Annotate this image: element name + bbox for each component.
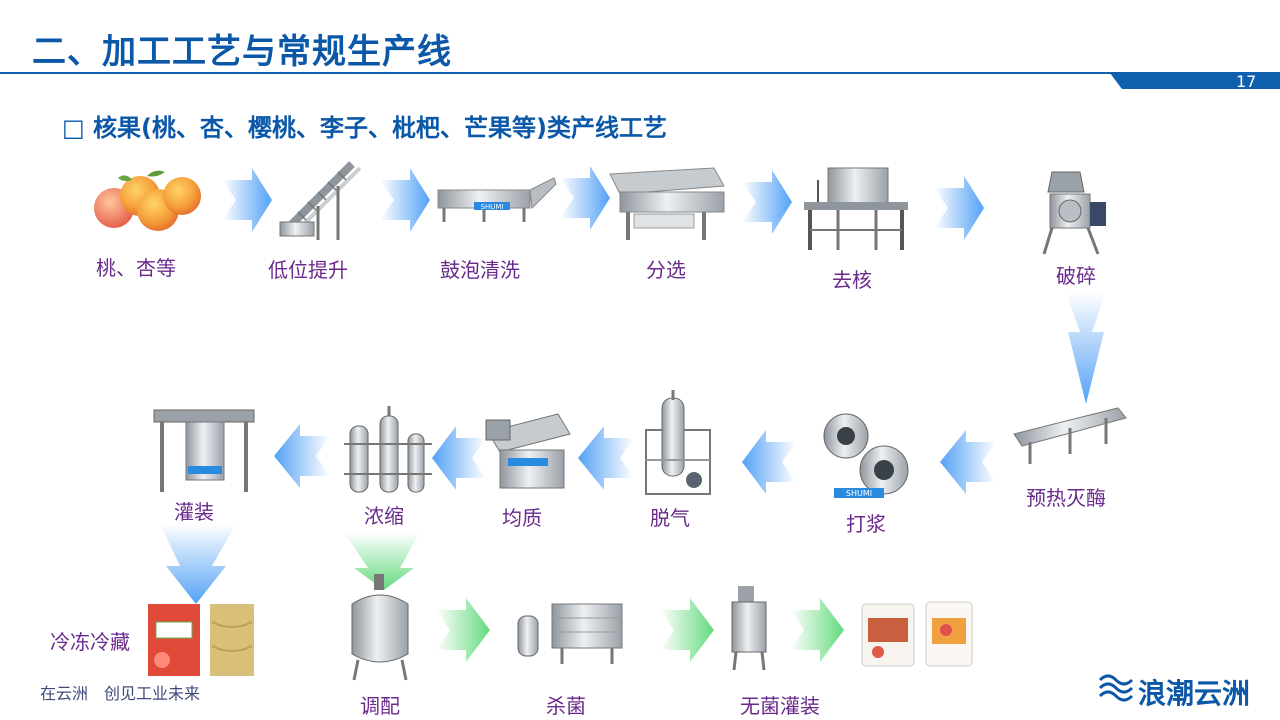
bubble-washer-image: SHUMI bbox=[437, 177, 557, 222]
step-label-aseptic-filling: 无菌灌装 bbox=[740, 694, 820, 718]
filling-machine-image bbox=[153, 409, 255, 492]
peach-apricot-image bbox=[94, 170, 201, 231]
arrow-left-1 bbox=[940, 430, 996, 494]
mixing-tank-image bbox=[351, 574, 409, 681]
preheat-tube-image bbox=[1013, 407, 1127, 464]
machine-brand-label-pulper: SHUMI bbox=[846, 489, 872, 498]
arrow-down-green bbox=[344, 532, 420, 590]
step-label-concentration: 浓缩 bbox=[364, 504, 404, 528]
pitting-machine-image bbox=[804, 167, 908, 250]
step-label-sorting: 分选 bbox=[646, 258, 686, 282]
slogan-left: 在云洲 bbox=[40, 684, 89, 703]
machine-brand-label-washer: SHUMI bbox=[481, 203, 504, 211]
step-label-preheat-enzyme-kill: 预热灭酶 bbox=[1026, 486, 1106, 510]
bag-in-box-image bbox=[210, 604, 254, 676]
low-lift-elevator-image bbox=[279, 161, 362, 240]
pulper-image: SHUMI bbox=[823, 413, 909, 498]
arrow-left-5 bbox=[274, 424, 330, 488]
arrow-left-4 bbox=[432, 426, 486, 490]
step-label-raw-fruit: 桃、杏等 bbox=[96, 256, 176, 280]
page-number: 17 bbox=[1236, 72, 1257, 91]
step-label-homogenization: 均质 bbox=[502, 506, 542, 530]
arrow-right-3 bbox=[560, 166, 610, 230]
section-subtitle: □ 核果(桃、杏、樱桃、李子、枇杷、芒果等)类产线工艺 bbox=[62, 114, 667, 142]
step-label-frozen-storage: 冷冻冷藏 bbox=[50, 630, 130, 654]
step-label-pulping: 打浆 bbox=[846, 512, 886, 536]
step-label-low-lift: 低位提升 bbox=[268, 258, 348, 282]
deaerator-image bbox=[645, 390, 711, 495]
arrow-right-4 bbox=[742, 170, 792, 234]
header-accent-bar bbox=[1110, 73, 1280, 89]
step-label-crushing: 破碎 bbox=[1056, 264, 1096, 288]
sterilizer-image bbox=[517, 603, 623, 664]
arrow-left-2 bbox=[742, 430, 796, 494]
page-title: 二、加工工艺与常规生产线 bbox=[32, 32, 452, 72]
crusher-image bbox=[1042, 171, 1106, 255]
step-label-pitting: 去核 bbox=[832, 268, 872, 292]
arrow-right-1 bbox=[222, 168, 272, 232]
wave-logo-icon bbox=[1098, 674, 1134, 702]
step-label-filling: 灌装 bbox=[174, 500, 214, 524]
step-label-sterilization: 杀菌 bbox=[546, 694, 586, 718]
product-pouch-1-image bbox=[861, 603, 915, 667]
product-pouch-2-image bbox=[925, 601, 973, 667]
arrow-green-right-3 bbox=[790, 598, 844, 662]
arrow-right-2 bbox=[380, 168, 430, 232]
arrow-right-5 bbox=[934, 176, 984, 240]
sorting-table-image bbox=[609, 167, 725, 240]
arrow-down-2 bbox=[160, 524, 236, 604]
company-logo-text: 浪潮云洲 bbox=[1138, 677, 1251, 710]
arrow-green-right-1 bbox=[436, 598, 490, 662]
slogan-right: 创见工业未来 bbox=[104, 684, 201, 703]
evaporator-image bbox=[344, 406, 432, 493]
homogenizer-image bbox=[485, 413, 571, 489]
arrow-green-right-2 bbox=[660, 598, 714, 662]
red-drum-image bbox=[148, 604, 200, 676]
aseptic-filler-image bbox=[731, 586, 767, 671]
arrow-down-1 bbox=[1066, 292, 1106, 404]
step-label-deaeration: 脱气 bbox=[650, 506, 690, 530]
step-label-bubble-washing: 鼓泡清洗 bbox=[440, 258, 520, 282]
step-label-blending: 调配 bbox=[360, 694, 400, 718]
header-rule bbox=[0, 72, 1280, 74]
arrow-left-3 bbox=[578, 426, 634, 490]
